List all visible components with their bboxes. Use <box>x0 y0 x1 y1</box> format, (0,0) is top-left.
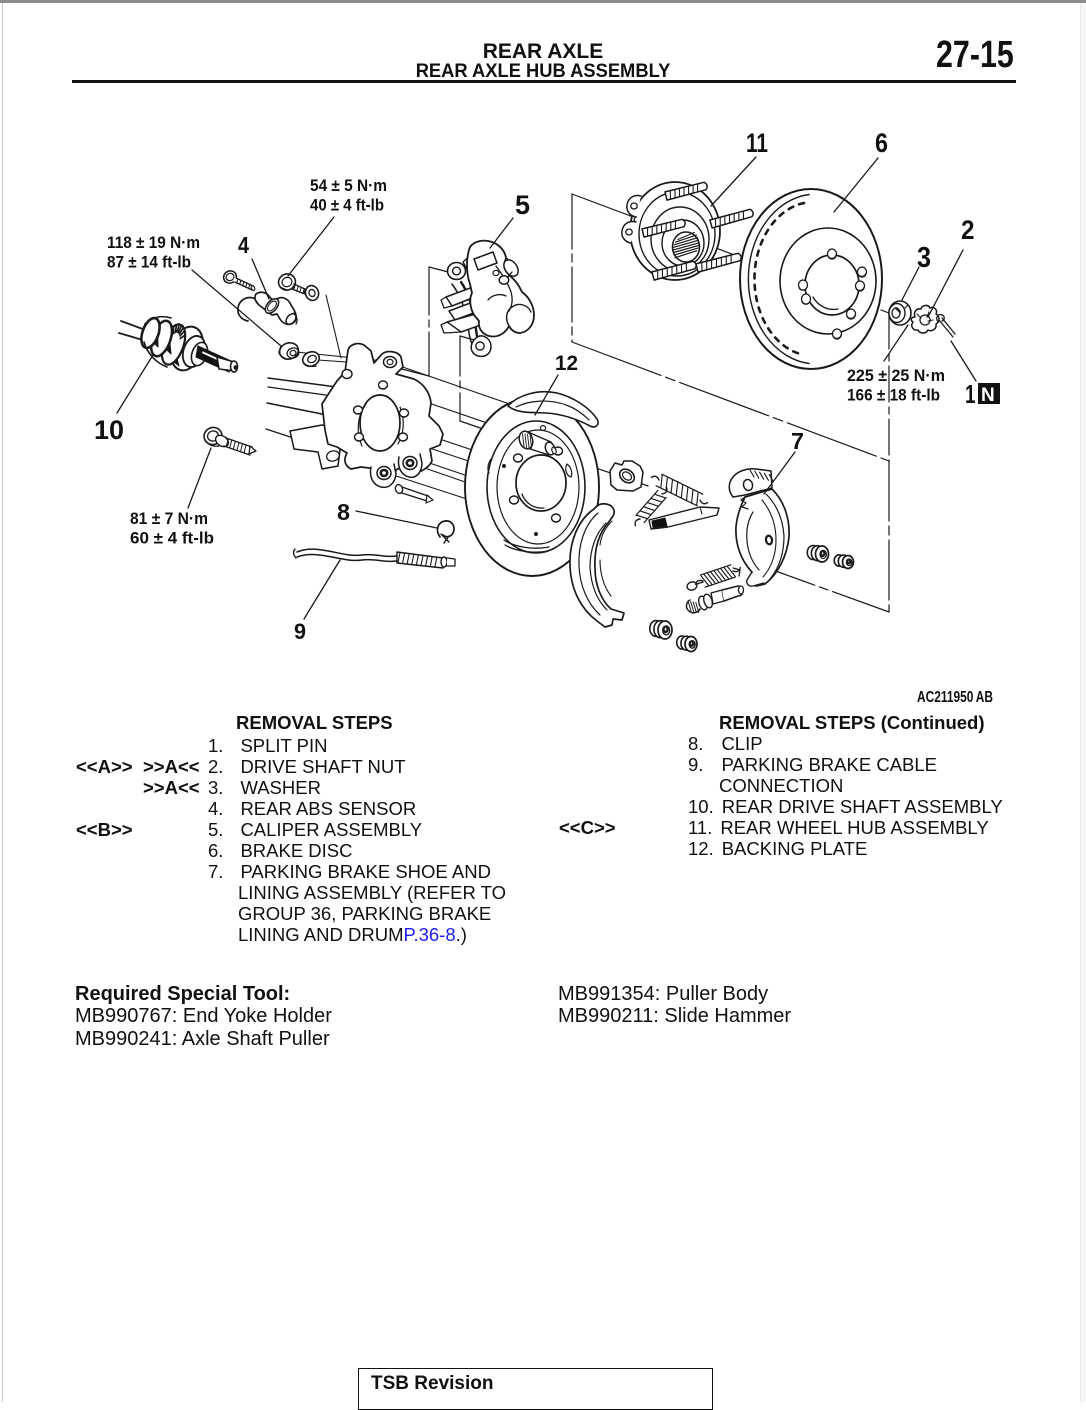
svg-text:10: 10 <box>94 415 124 445</box>
svg-text:87 ± 14 ft-lb: 87 ± 14 ft-lb <box>107 252 191 271</box>
svg-text:2: 2 <box>961 215 975 245</box>
svg-text:11: 11 <box>746 128 768 158</box>
svg-text:1: 1 <box>965 379 976 409</box>
svg-text:225 ± 25 N·m: 225 ± 25 N·m <box>847 366 945 385</box>
svg-text:7: 7 <box>791 428 804 454</box>
svg-text:3: 3 <box>917 242 931 274</box>
svg-text:118 ± 19 N·m: 118 ± 19 N·m <box>107 233 200 252</box>
svg-text:9: 9 <box>294 619 306 644</box>
svg-text:5: 5 <box>515 190 530 220</box>
svg-text:AC211950 AB: AC211950 AB <box>917 689 993 706</box>
svg-text:6: 6 <box>875 128 888 158</box>
svg-text:12: 12 <box>555 352 578 375</box>
svg-text:81 ± 7 N·m: 81 ± 7 N·m <box>130 509 208 528</box>
svg-text:40 ± 4 ft-lb: 40 ± 4 ft-lb <box>310 195 384 214</box>
svg-text:166 ± 18 ft-lb: 166 ± 18 ft-lb <box>847 385 940 404</box>
svg-text:60 ± 4 ft-lb: 60 ± 4 ft-lb <box>130 528 214 547</box>
svg-text:54 ± 5 N·m: 54 ± 5 N·m <box>310 176 387 195</box>
svg-text:N: N <box>981 385 995 406</box>
svg-text:4: 4 <box>238 232 249 258</box>
svg-text:8: 8 <box>337 499 350 525</box>
